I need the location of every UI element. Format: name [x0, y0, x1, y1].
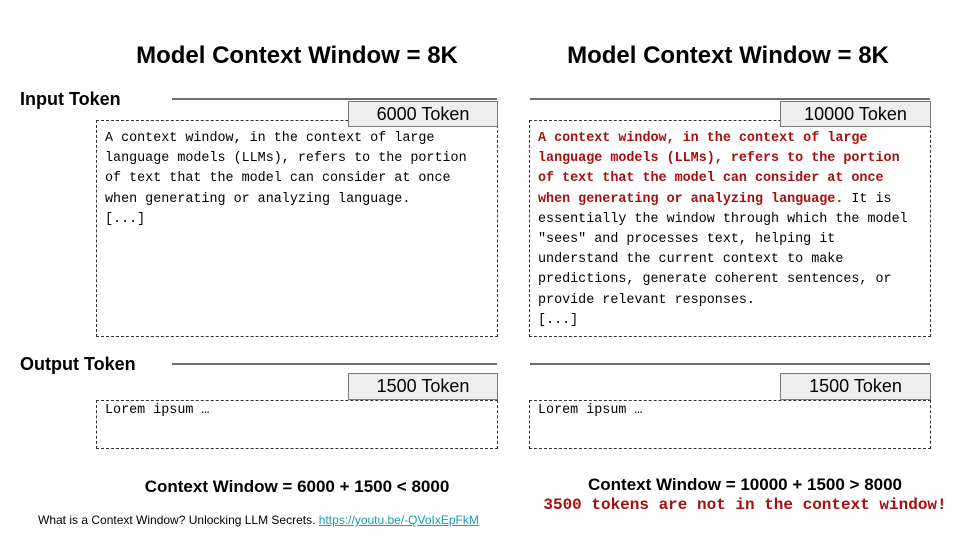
- right-output-text: Lorem ipsum …: [538, 403, 643, 418]
- left-equation: Context Window = 6000 + 1500 < 8000: [144, 477, 450, 496]
- input-token-label: Input Token: [20, 89, 121, 109]
- remaining-text: It is essentially the window through whi…: [538, 191, 908, 328]
- output-divider-right: [530, 363, 930, 365]
- right-title: Model Context Window = 8K: [567, 42, 889, 69]
- overflow-text: A context window, in the context of larg…: [538, 131, 900, 207]
- left-output-box: [96, 400, 498, 449]
- right-output-token-count: 1500 Token: [780, 373, 931, 400]
- footer: What is a Context Window? Unlocking LLM …: [38, 513, 479, 527]
- footer-text: What is a Context Window? Unlocking LLM …: [38, 513, 316, 527]
- output-token-label: Output Token: [20, 354, 136, 374]
- input-divider-right: [530, 98, 930, 100]
- left-title: Model Context Window = 8K: [136, 42, 458, 69]
- overflow-warning: 3500 tokens are not in the context windo…: [543, 496, 947, 514]
- right-input-token-count: 10000 Token: [780, 101, 931, 127]
- left-output-text: Lorem ipsum …: [105, 403, 210, 418]
- left-input-token-count: 6000 Token: [348, 101, 498, 127]
- right-equation: Context Window = 10000 + 1500 > 8000: [587, 475, 903, 494]
- right-input-box: [529, 120, 931, 337]
- left-input-text: A context window, in the context of larg…: [105, 131, 467, 227]
- footer-link[interactable]: https://youtu.be/-QVoIxEpFkM: [318, 513, 479, 527]
- right-output-box: [529, 400, 931, 449]
- right-input-text: A context window, in the context of larg…: [538, 129, 908, 331]
- left-input-box: [96, 120, 498, 337]
- left-output-token-count: 1500 Token: [348, 373, 498, 400]
- output-divider-left: [172, 363, 497, 365]
- input-divider-left: [172, 98, 497, 100]
